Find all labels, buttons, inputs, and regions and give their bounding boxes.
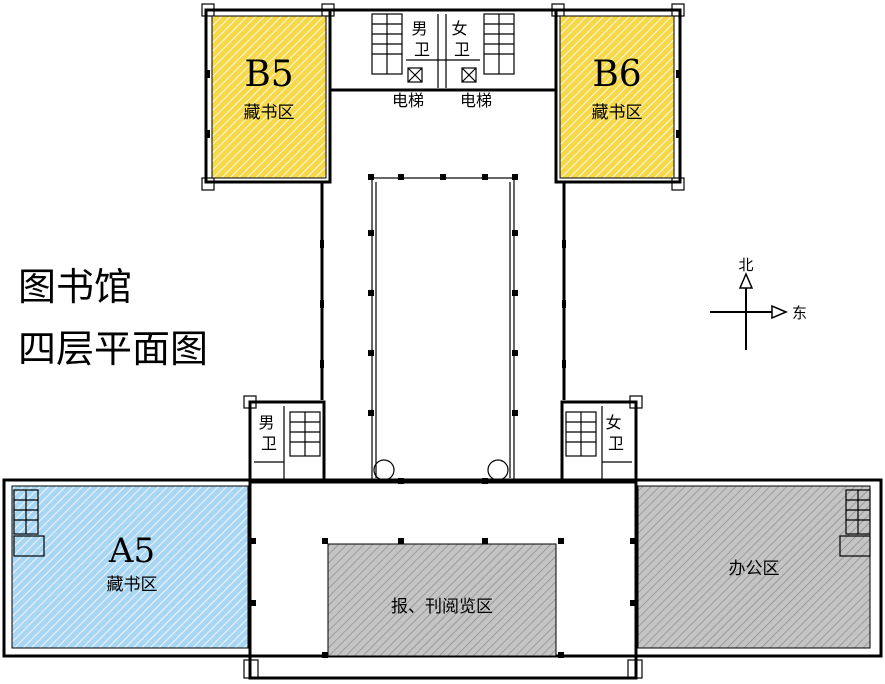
restrooms-top_men-line-2: 卫 [414, 40, 430, 59]
compass-north-arrow-icon [738, 272, 754, 289]
zone-b5-code: B5 [244, 54, 293, 95]
elevator-left-label: 电梯 [392, 91, 424, 110]
compass: 北 东 [710, 256, 807, 350]
compass-north-label: 北 [738, 256, 753, 274]
zone-b5-name: 藏书区 [244, 103, 295, 123]
zone-office[interactable] [637, 485, 871, 649]
restroom-right-women-label: 女 卫 [605, 413, 626, 453]
restrooms-right_women-line-2: 卫 [608, 434, 624, 453]
mid-right-core [565, 406, 632, 480]
elevator-right-label: 电梯 [460, 91, 492, 110]
plan-title-line2: 四层平面图 [18, 327, 208, 371]
lower-left-stair [13, 489, 45, 557]
zone-reading-name: 报、刊阅览区 [391, 597, 493, 617]
restroom-top-women-label: 女 卫 [451, 19, 472, 59]
restrooms-left_men-line-2: 卫 [261, 434, 277, 453]
top-core [371, 13, 515, 88]
mid-left-core [254, 406, 321, 480]
plan-title-line1: 图书馆 [18, 265, 132, 309]
lower-right-stair [839, 489, 871, 557]
columns [206, 70, 680, 658]
compass-east-label: 东 [792, 304, 807, 322]
restroom-left-men-label: 男 卫 [258, 413, 279, 453]
zone-reading[interactable] [327, 543, 557, 657]
zone-b6-name: 藏书区 [592, 103, 643, 123]
zone-a5[interactable] [11, 485, 249, 649]
compass-east-arrow-icon [771, 304, 788, 320]
restrooms-top_women-line-2: 卫 [454, 40, 470, 59]
zone-b6-code: B6 [592, 54, 641, 95]
zone-a5-name: 藏书区 [107, 575, 158, 595]
restroom-top-men-label: 男 卫 [411, 19, 432, 59]
zone-office-name: 办公区 [729, 559, 780, 579]
zone-a5-code: A5 [108, 531, 155, 571]
zone-b6[interactable] [559, 15, 675, 179]
zone-b5[interactable] [211, 15, 327, 179]
atrium [371, 177, 515, 483]
